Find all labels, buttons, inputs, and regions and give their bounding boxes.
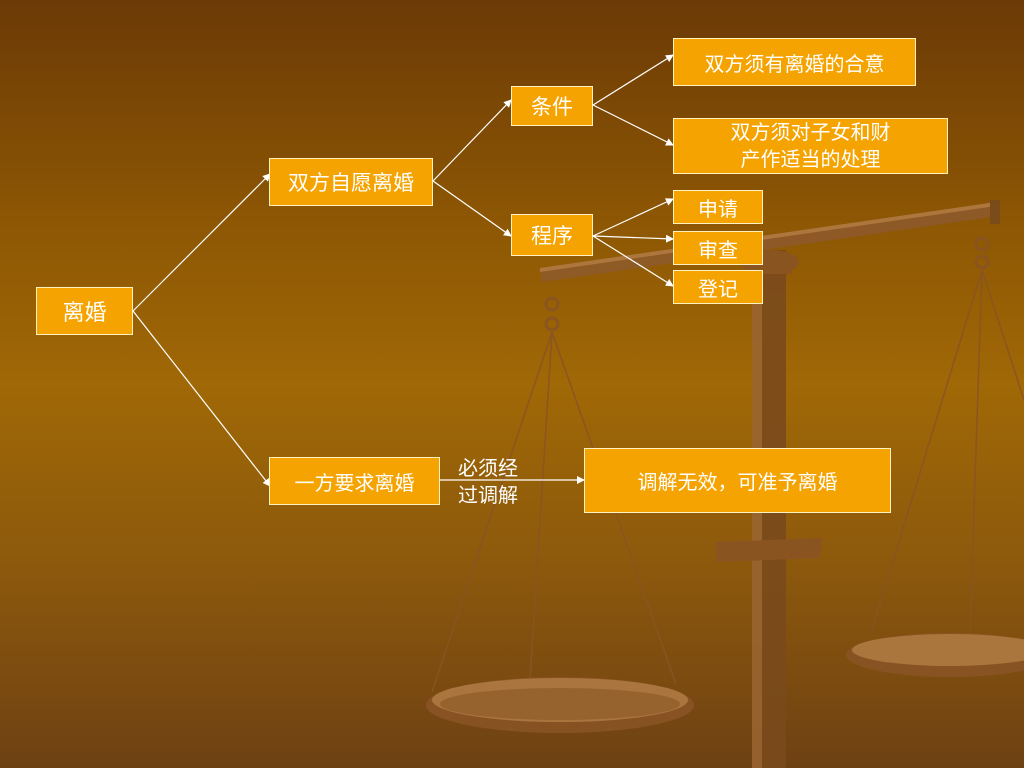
connector-conditions-arrangement — [592, 104, 674, 146]
connector-mutual-procedure — [432, 180, 512, 237]
condition-arrangement-line-2: 产作适当的处理 — [740, 147, 881, 171]
node-condition-arrangement: 双方须对子女和财 产作适当的处理 — [673, 118, 948, 174]
edge-label-mediation: 必须经 过调解 — [458, 455, 518, 509]
node-condition-consent: 双方须有离婚的合意 — [673, 38, 916, 86]
node-unilateral-divorce: 一方要求离婚 — [269, 457, 440, 505]
node-step-register: 登记 — [673, 270, 763, 304]
edge-label-line-1: 必须经 — [458, 456, 518, 480]
connector-procedure-register — [592, 235, 674, 287]
edge-label-line-2: 过调解 — [458, 483, 518, 507]
connector-root-unilateral — [132, 310, 271, 487]
node-step-apply: 申请 — [673, 190, 763, 224]
node-mutual-divorce: 双方自愿离婚 — [269, 158, 433, 206]
node-step-review: 审查 — [673, 231, 763, 265]
connector-root-mutual — [132, 173, 271, 312]
connector-procedure-apply — [592, 198, 674, 237]
connector-mutual-conditions — [432, 99, 512, 182]
node-mediation-result: 调解无效，可准予离婚 — [584, 448, 891, 513]
node-divorce: 离婚 — [36, 287, 133, 335]
node-conditions: 条件 — [511, 86, 593, 126]
connector-procedure-review — [592, 234, 674, 243]
connector-conditions-consent — [592, 54, 674, 106]
node-procedure: 程序 — [511, 214, 593, 256]
condition-arrangement-line-1: 双方须对子女和财 — [730, 120, 891, 144]
